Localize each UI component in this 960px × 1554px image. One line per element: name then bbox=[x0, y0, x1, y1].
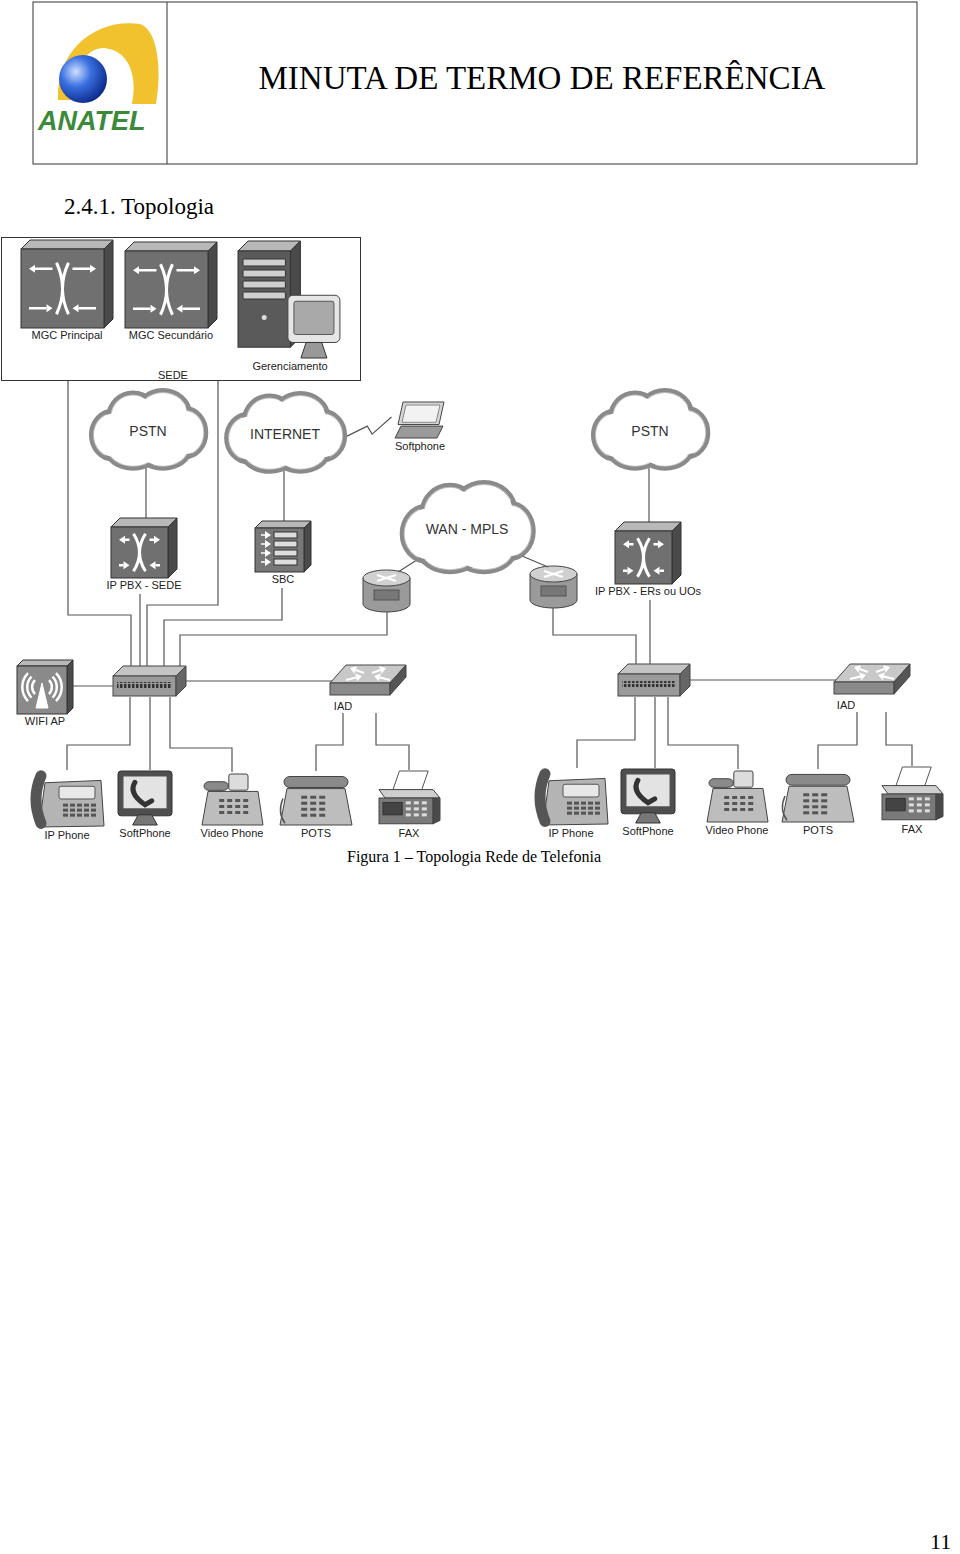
cloud-label: PSTN bbox=[631, 423, 668, 439]
site-boundary: SEDE MGC Principal MGC SecundárioGerenciam… bbox=[1, 237, 361, 381]
ip-pbx: IP PBX - SEDE bbox=[104, 518, 185, 592]
fax-machine: FAX bbox=[880, 766, 944, 836]
ip-pbx: IP PBX - ERs ou UOs bbox=[592, 522, 705, 598]
cloud-label: INTERNET bbox=[250, 426, 320, 442]
device-label: POTS bbox=[301, 827, 331, 840]
logo-arc bbox=[58, 23, 159, 104]
video-phone: Video Phone bbox=[198, 772, 267, 840]
network-cloud: INTERNET bbox=[221, 393, 349, 475]
device-label: FAX bbox=[399, 827, 420, 840]
fax-icon bbox=[880, 766, 944, 822]
section-heading: 2.4.1. Topologia bbox=[64, 194, 214, 219]
section-heading-wrap: 2.4.1. Topologia bbox=[64, 194, 214, 220]
wire-connector bbox=[648, 468, 649, 522]
figure-caption-wrap: Figura 1 – Topologia Rede de Telefonia bbox=[0, 848, 948, 866]
integrated-access-device: IAD bbox=[834, 660, 910, 712]
page-title: MINUTA DE TERMO DE REFERÊNCIA bbox=[259, 60, 826, 96]
wire-connector bbox=[376, 713, 409, 770]
ipphone-icon bbox=[533, 768, 609, 826]
ip-phone: IP Phone bbox=[533, 768, 609, 840]
device-label: IAD bbox=[837, 699, 855, 712]
region-label: SEDE bbox=[158, 369, 188, 382]
video-phone: Video Phone bbox=[703, 769, 772, 837]
pbx-icon bbox=[111, 518, 177, 578]
mgc-icon bbox=[125, 242, 217, 328]
softphone-terminal: SoftPhone bbox=[116, 770, 174, 840]
softphone-icon bbox=[620, 768, 676, 824]
cloud-label: PSTN bbox=[129, 423, 166, 439]
device-label: IAD bbox=[334, 700, 352, 713]
pbx-icon bbox=[615, 522, 681, 584]
wire-connector bbox=[283, 471, 284, 521]
device-label: IP Phone bbox=[44, 829, 89, 842]
device-label: Video Phone bbox=[706, 824, 769, 837]
pots-icon bbox=[279, 771, 353, 826]
network-cloud: PSTN bbox=[86, 390, 210, 472]
integrated-access-device: IAD bbox=[330, 661, 406, 713]
videophone-icon bbox=[200, 772, 264, 826]
pots-phone: POTS bbox=[781, 769, 855, 837]
cloud-label: WAN - MPLS bbox=[426, 521, 509, 537]
videophone-icon bbox=[705, 769, 769, 823]
page-number-wrap: 11 bbox=[930, 1529, 951, 1554]
network-cloud: WAN - MPLS bbox=[396, 482, 538, 576]
device-label: IP Phone bbox=[548, 827, 593, 840]
management-server: Gerenciamento bbox=[238, 241, 342, 373]
network-cloud: PSTN bbox=[588, 390, 712, 472]
media-gateway-controller: MGC Secundário bbox=[125, 242, 217, 342]
ethernet-switch bbox=[113, 666, 186, 696]
router-symbol bbox=[530, 566, 577, 608]
device-label: POTS bbox=[803, 824, 833, 837]
figure-caption: Figura 1 – Topologia Rede de Telefonia bbox=[347, 848, 601, 865]
iad-icon bbox=[330, 661, 406, 699]
header-divider bbox=[167, 2, 168, 164]
softphone-terminal: SoftPhone bbox=[619, 768, 677, 838]
header-frame bbox=[33, 2, 917, 164]
device-label: WIFI AP bbox=[25, 715, 65, 728]
logo-sphere bbox=[59, 55, 107, 103]
wifi-icon bbox=[17, 660, 73, 714]
wire-connector bbox=[316, 713, 343, 771]
wire-connector bbox=[886, 712, 912, 766]
page-title-wrap: MINUTA DE TERMO DE REFERÊNCIA bbox=[167, 60, 917, 97]
media-gateway-controller: MGC Principal bbox=[21, 240, 113, 342]
softphone-icon bbox=[117, 770, 173, 826]
wifi-access-point: WIFI AP bbox=[17, 660, 73, 728]
device-label: MGC Secundário bbox=[129, 329, 213, 342]
fax-icon bbox=[377, 770, 441, 826]
router-symbol bbox=[363, 570, 410, 612]
wire-connector bbox=[818, 712, 857, 769]
ipphone-icon bbox=[29, 770, 105, 828]
logo-text-wrap: ANATEL bbox=[38, 106, 146, 137]
wire-connector bbox=[343, 417, 392, 438]
logo-text: ANATEL bbox=[38, 106, 146, 136]
network-wires bbox=[67, 381, 836, 772]
wire-connector bbox=[145, 468, 146, 518]
device-label: Gerenciamento bbox=[252, 360, 327, 373]
ethernet-switch bbox=[618, 664, 690, 696]
session-border-controller: SBC bbox=[255, 521, 311, 586]
device-label: SoftPhone bbox=[622, 825, 673, 838]
server-icon bbox=[238, 241, 342, 359]
pots-phone: POTS bbox=[279, 771, 353, 840]
laptop-icon bbox=[395, 401, 445, 439]
device-label: Softphone bbox=[395, 440, 445, 453]
device-label: IP PBX - SEDE bbox=[107, 579, 182, 592]
device-label: MGC Principal bbox=[32, 329, 103, 342]
ip-phone: IP Phone bbox=[29, 770, 105, 842]
device-label: SBC bbox=[272, 573, 295, 586]
device-label: SoftPhone bbox=[119, 827, 170, 840]
laptop-softphone: Softphone bbox=[392, 401, 449, 453]
iad-icon bbox=[834, 660, 910, 698]
mgc-icon bbox=[21, 240, 113, 328]
device-label: Video Phone bbox=[201, 827, 264, 840]
pots-icon bbox=[781, 769, 855, 823]
sbc-icon bbox=[255, 521, 311, 572]
device-label: IP PBX - ERs ou UOs bbox=[595, 585, 701, 598]
page-number: 11 bbox=[930, 1529, 951, 1554]
fax-machine: FAX bbox=[377, 770, 441, 840]
device-label: FAX bbox=[902, 823, 923, 836]
